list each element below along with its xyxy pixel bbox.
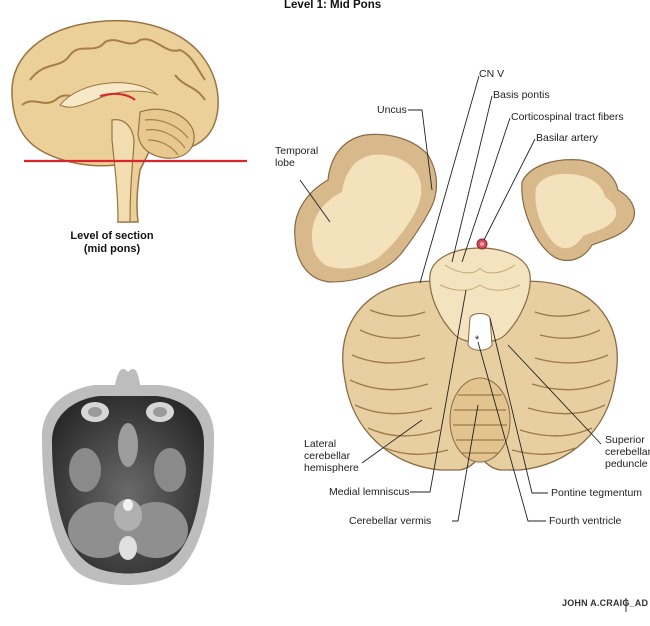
label-temporal-lobe-line-2: lobe bbox=[275, 157, 295, 169]
label-basis-pontis: Basis pontis bbox=[493, 89, 550, 101]
figure-title: Level 1: Mid Pons bbox=[284, 0, 382, 11]
label-pontine-tegmentum: Pontine tegmentum bbox=[551, 487, 643, 499]
section-caption: Level of section (mid pons) bbox=[52, 230, 172, 256]
label-cn-v: CN V bbox=[479, 68, 505, 80]
artist-signature: JOHN A.CRAIG_AD bbox=[562, 598, 649, 608]
caption-line-2: (mid pons) bbox=[83, 243, 141, 255]
label-lateral-line-1: Lateral bbox=[304, 438, 337, 450]
label-lateral-line-2: cerebellar bbox=[304, 450, 351, 462]
label-temporal-lobe-line-1: Temporal bbox=[275, 145, 319, 157]
vermis bbox=[449, 377, 511, 463]
label-fourth-ventricle: Fourth ventricle bbox=[549, 515, 622, 527]
label-uncus: Uncus bbox=[377, 104, 407, 116]
label-superior-line-2: cerebellar bbox=[605, 446, 650, 458]
label-temporal-lobe: Temporal lobe bbox=[275, 145, 318, 169]
caption-line-1: Level of section bbox=[70, 230, 154, 242]
label-medial-lemniscus: Medial lemniscus bbox=[329, 486, 410, 498]
fourth-ventricle bbox=[467, 313, 493, 351]
label-corticospinal-tract: Corticospinal tract fibers bbox=[511, 111, 624, 123]
label-lateral-line-3: hemisphere bbox=[304, 462, 359, 474]
label-basilar-artery: Basilar artery bbox=[536, 132, 598, 144]
pons bbox=[429, 247, 531, 344]
cerebellum bbox=[342, 280, 618, 471]
sagittal-brain-illustration bbox=[11, 19, 219, 223]
svg-text:*: * bbox=[475, 334, 480, 346]
label-superior-line-1: Superior bbox=[605, 434, 645, 446]
pons-cross-section: * bbox=[294, 133, 635, 471]
label-superior-line-3: peduncle bbox=[605, 458, 648, 470]
label-cerebellar-vermis: Cerebellar vermis bbox=[349, 515, 432, 527]
label-superior-cerebellar-peduncle: Superior cerebellar peduncle bbox=[605, 434, 650, 470]
label-lateral-cerebellar-hemisphere: Lateral cerebellar hemisphere bbox=[304, 438, 359, 474]
mri-scan bbox=[41, 368, 215, 585]
leader-lines bbox=[299, 75, 602, 522]
